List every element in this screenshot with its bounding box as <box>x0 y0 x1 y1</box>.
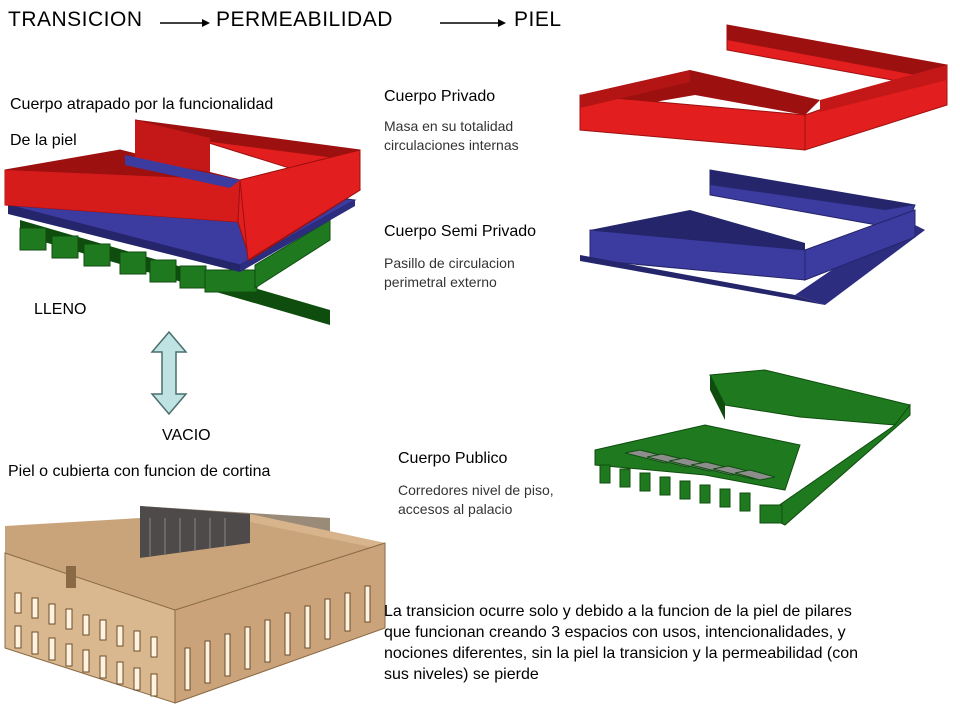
conclusion-line-1: La transicion ocurre solo y debido a la … <box>384 603 852 620</box>
red-private-block-image <box>579 24 948 151</box>
stacked-model-image <box>4 119 362 325</box>
green-public-level-image <box>594 369 911 526</box>
double-arrow-icon <box>150 330 188 416</box>
label-vacio: VACIO <box>162 427 211 444</box>
layer-title-semiprivado: Cuerpo Semi Privado <box>384 223 537 240</box>
header-permeabilidad: PERMEABILIDAD <box>216 8 393 31</box>
layer-desc-privado-1: Masa en su totalidad <box>384 118 514 134</box>
layer-desc-semiprivado-2: perimetral externo <box>384 274 497 290</box>
arrow-right-icon <box>160 19 210 27</box>
layer-desc-publico-2: accesos al palacio <box>398 501 513 517</box>
conclusion-line-4: sus niveles) se pierde <box>384 666 539 683</box>
blue-semiprivate-slab-image <box>580 169 925 305</box>
caption-piel-cortina: Piel o cubierta con funcion de cortina <box>8 463 271 480</box>
header-piel: PIEL <box>514 8 562 31</box>
conclusion-line-2: que funcionan creando 3 espacios con uso… <box>384 624 846 641</box>
caption-cuerpo-atrapado: Cuerpo atrapado por la funcionalidad <box>10 96 274 113</box>
conclusion-line-3: nociones diferentes, sin la piel la tran… <box>384 645 859 662</box>
caption-de-la-piel: De la piel <box>10 132 77 149</box>
label-lleno: LLENO <box>34 301 87 318</box>
layer-desc-semiprivado-1: Pasillo de circulacion <box>384 255 515 271</box>
layer-title-privado: Cuerpo Privado <box>384 88 496 105</box>
layer-title-publico: Cuerpo Publico <box>398 450 508 467</box>
arrow-right-icon <box>440 19 506 27</box>
palace-facade-image <box>4 506 386 704</box>
header-transicion: TRANSICION <box>8 8 143 31</box>
layer-desc-publico-1: Corredores nivel de piso, <box>398 482 554 498</box>
layer-desc-privado-2: circulaciones internas <box>384 137 519 153</box>
